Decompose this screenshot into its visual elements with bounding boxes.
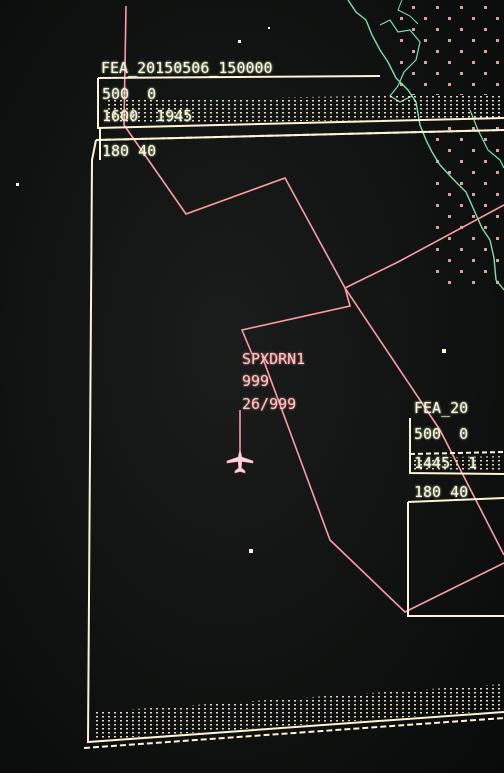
map-dot-field: [430, 120, 504, 290]
airplane-icon[interactable]: [226, 448, 254, 474]
route-lines: [123, 5, 504, 613]
scope-dots: [16, 27, 446, 553]
route-line: [240, 287, 351, 355]
fea-primary-times: 1600 1945: [102, 107, 193, 125]
fea-secondary-name[interactable]: FEA_20: [414, 399, 469, 417]
fea-primary-dotted-band: [92, 684, 504, 740]
fea-primary-dashed-edge: [83, 717, 504, 749]
state-boundary: [469, 109, 504, 169]
fea-primary-name[interactable]: FEA_20150506_150000: [101, 59, 273, 77]
coastline-detail: [397, 0, 419, 25]
aircraft-speed-alt: 26/999: [242, 395, 297, 413]
fea-primary-dotted-band: [104, 94, 504, 124]
fea-secondary-boundary: [407, 418, 504, 617]
aircraft-callsign[interactable]: SPXDRN1: [242, 350, 306, 368]
route-line: [344, 204, 504, 289]
fea-primary-altitudes: 500 0: [102, 85, 157, 103]
fea-secondary-altitudes: 500 0: [414, 425, 469, 443]
fea-primary-dashed-edge: [95, 129, 504, 141]
route-line: [123, 124, 441, 431]
fea-secondary-dotted-band: [410, 456, 504, 472]
map-dot-field: [395, 0, 504, 95]
aircraft-altitude: 999: [242, 372, 270, 390]
route-line: [439, 429, 504, 556]
fea-primary-speed: 180 40: [102, 142, 157, 160]
coastline: [347, 0, 504, 291]
fea-secondary-speed: 180 40: [414, 483, 469, 501]
route-line: [261, 355, 504, 613]
fea-secondary-times: 1445 1: [414, 454, 478, 472]
